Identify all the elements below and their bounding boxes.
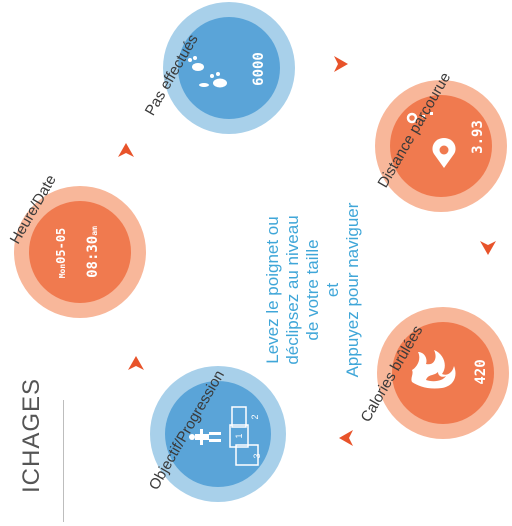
instructions-line-3: de votre taille bbox=[303, 239, 322, 341]
chevron-arrow-icon bbox=[128, 356, 144, 370]
time-clock-row: 08:30am bbox=[85, 220, 103, 284]
instructions-line-2: déclipsez au niveau bbox=[283, 215, 302, 365]
calories-value: 420 bbox=[473, 359, 489, 385]
podium-second-number: 2 bbox=[250, 414, 260, 420]
chevron-arrow-icon bbox=[480, 241, 496, 255]
instructions-line-5: Appuyez pour naviguer bbox=[343, 202, 362, 378]
podium-first-number: 1 bbox=[234, 433, 244, 439]
day-text: Mon bbox=[58, 263, 67, 279]
time-date-row: Mon05-05 bbox=[54, 223, 70, 283]
page-title: ICHAGES bbox=[18, 377, 45, 493]
clock-text: 08:30 bbox=[85, 235, 101, 278]
flame-icon bbox=[411, 350, 456, 389]
footprints-icon bbox=[188, 56, 227, 88]
time-screen-face bbox=[29, 201, 131, 303]
instructions-text: Levez le poignet ou déclipsez au niveau … bbox=[263, 140, 362, 440]
chevron-arrow-icon bbox=[118, 143, 134, 157]
ampm-text: am bbox=[90, 226, 99, 236]
podium-person-icon bbox=[189, 406, 259, 466]
calories-screen-face bbox=[392, 322, 494, 424]
instructions-line-4: et bbox=[323, 282, 342, 298]
location-pin-icon bbox=[406, 112, 456, 168]
chevron-arrow-icon bbox=[334, 56, 348, 72]
title-divider bbox=[63, 400, 64, 522]
date-text: 05-05 bbox=[54, 227, 68, 264]
chevron-arrow-icon bbox=[339, 430, 353, 446]
distance-value: 3.93 bbox=[470, 120, 486, 154]
steps-value: 6000 bbox=[251, 52, 267, 86]
podium-third-number: 3 bbox=[252, 453, 262, 459]
